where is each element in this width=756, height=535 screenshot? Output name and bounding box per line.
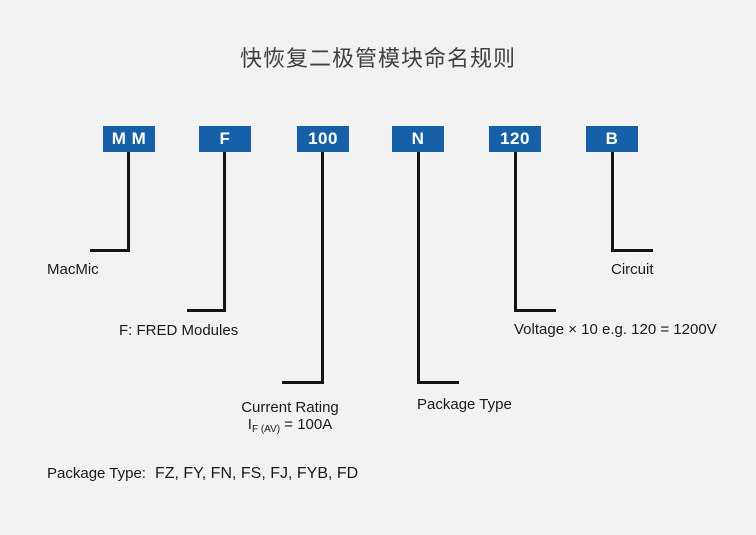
label-voltage: Voltage × 10 e.g. 120 = 1200V bbox=[514, 321, 717, 338]
current-rating-formula: IF (AV) = 100A bbox=[247, 416, 333, 435]
connector-line-100-vertical bbox=[321, 152, 324, 384]
connector-line-f-vertical bbox=[223, 152, 226, 312]
label-package-type: Package Type bbox=[417, 396, 512, 413]
code-box-120: 120 bbox=[489, 126, 541, 152]
connector-line-n-horizontal bbox=[417, 381, 459, 384]
connector-line-mm-vertical bbox=[127, 152, 130, 252]
connector-line-100-horizontal bbox=[282, 381, 324, 384]
package-type-legend-values: FZ, FY, FN, FS, FJ, FYB, FD bbox=[154, 465, 359, 482]
connector-line-120-vertical bbox=[514, 152, 517, 312]
code-box-100: 100 bbox=[297, 126, 349, 152]
connector-line-f-horizontal bbox=[187, 309, 226, 312]
label-circuit: Circuit bbox=[611, 261, 654, 278]
label-current-rating: Current Rating IF (AV) = 100A bbox=[235, 399, 345, 435]
connector-line-mm-horizontal bbox=[90, 249, 130, 252]
page-title: 快恢复二极管模块命名规则 bbox=[239, 46, 516, 71]
connector-line-b-vertical bbox=[611, 152, 614, 252]
code-box-mm: M M bbox=[103, 126, 155, 152]
package-type-legend-label: Package Type: bbox=[47, 465, 146, 482]
code-box-b: B bbox=[586, 126, 638, 152]
package-type-legend: Package Type: FZ, FY, FN, FS, FJ, FYB, FD bbox=[47, 465, 358, 483]
connector-line-120-horizontal bbox=[514, 309, 556, 312]
code-box-f: F bbox=[199, 126, 251, 152]
current-rating-title: Current Rating bbox=[241, 399, 339, 416]
connector-line-n-vertical bbox=[417, 152, 420, 384]
label-manufacturer: MacMic bbox=[47, 261, 99, 278]
label-fred-modules: F: FRED Modules bbox=[119, 322, 239, 339]
current-subscript: F (AV) bbox=[251, 424, 281, 435]
code-box-n: N bbox=[392, 126, 444, 152]
connector-line-b-horizontal bbox=[611, 249, 653, 252]
